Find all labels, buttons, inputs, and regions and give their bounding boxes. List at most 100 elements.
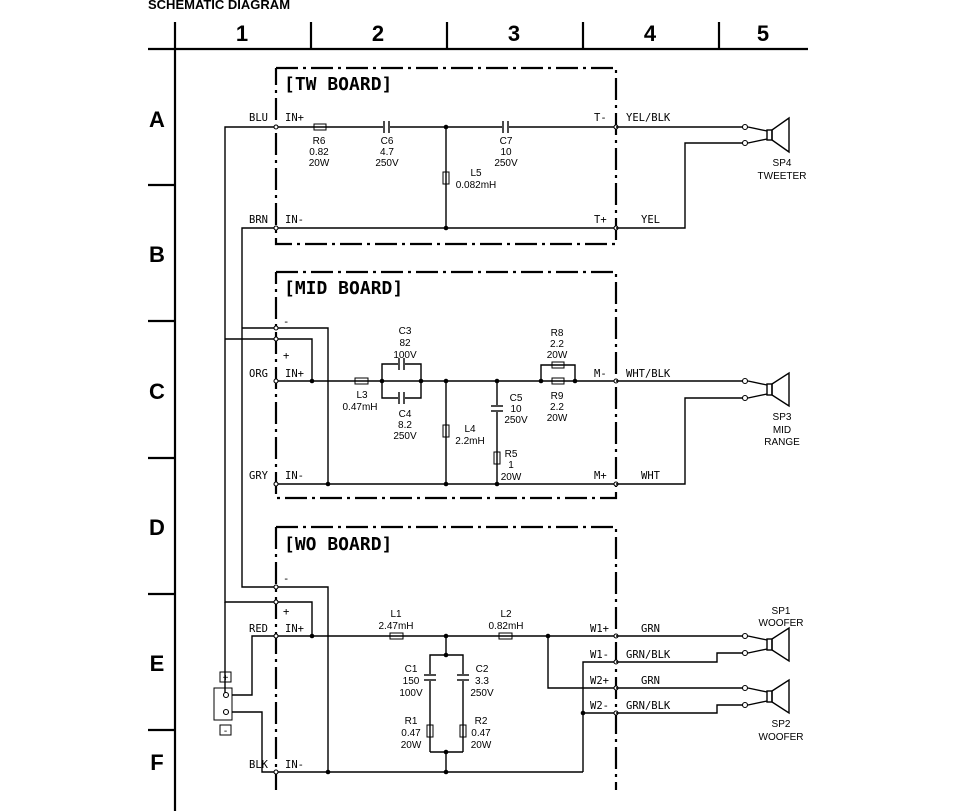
tw-t-plus-pin: T+	[594, 214, 607, 226]
svg-text:250V: 250V	[375, 158, 399, 169]
svg-text:C3: C3	[399, 326, 412, 337]
svg-text:SP3: SP3	[773, 412, 792, 423]
wo-w1-plus-pin: W1+	[590, 623, 609, 635]
svg-text:SP4: SP4	[773, 158, 792, 169]
wire-label-grn-w1: GRN	[641, 623, 660, 635]
wire-label-grn-w2: GRN	[641, 675, 660, 687]
row-label-b: B	[149, 242, 165, 267]
sp1-label: SP1 WOOFER	[759, 606, 804, 629]
svg-text:1: 1	[508, 460, 514, 471]
svg-text:R5: R5	[505, 449, 518, 460]
wo-board-circuit	[273, 584, 619, 775]
svg-text:L4: L4	[464, 424, 476, 435]
svg-text:L5: L5	[470, 168, 482, 179]
svg-text:L1: L1	[390, 609, 402, 620]
r6-label: R6 0.82 20W	[309, 136, 330, 169]
r5-label: R5 1 20W	[501, 449, 522, 483]
wo-board-outline: [WO BOARD]	[274, 525, 618, 790]
speaker-sp2-icon	[741, 678, 790, 715]
svg-text:C7: C7	[500, 136, 513, 147]
wire-label-grn-blk-w1: GRN/BLK	[626, 649, 671, 661]
mid-board-title: [MID BOARD]	[284, 278, 403, 299]
mid-board-outline: [MID BOARD]	[274, 270, 618, 500]
svg-text:SP1: SP1	[772, 606, 791, 617]
svg-text:0.47: 0.47	[471, 728, 491, 739]
wo-board-title: [WO BOARD]	[284, 534, 392, 555]
svg-text:L2: L2	[500, 609, 512, 620]
speaker-sp4-icon	[741, 116, 790, 154]
svg-text:C4: C4	[399, 409, 412, 420]
r8-label: R8 2.2 20W	[547, 328, 568, 361]
mid-m-minus-pin: M-	[594, 368, 607, 380]
svg-text:2.2mH: 2.2mH	[455, 436, 484, 447]
svg-text:TWEETER: TWEETER	[758, 171, 807, 182]
terminal-minus-label: -	[224, 726, 227, 737]
c2-label: C2 3.3 250V	[470, 664, 494, 699]
l4-label: L4 2.2mH	[455, 424, 484, 447]
svg-text:R2: R2	[475, 716, 488, 727]
column-label-5: 5	[757, 21, 769, 46]
c6-label: C6 4.7 250V	[375, 136, 399, 169]
c3-label: C3 82 100V	[393, 326, 417, 361]
svg-text:100V: 100V	[393, 350, 417, 361]
row-label-c: C	[149, 379, 165, 404]
speaker-sp3-icon	[741, 371, 790, 408]
wo-w1-minus-pin: W1-	[590, 649, 609, 661]
svg-text:2.47mH: 2.47mH	[378, 621, 413, 632]
svg-text:20W: 20W	[547, 413, 568, 424]
tw-in-plus-pin: IN+	[285, 112, 304, 124]
row-label-a: A	[149, 107, 165, 132]
r1-label: R1 0.47 20W	[401, 716, 422, 751]
svg-text:100V: 100V	[399, 688, 423, 699]
tw-in-minus-pin: IN-	[285, 214, 304, 226]
mid-plus-pin: +	[283, 350, 289, 362]
svg-text:10: 10	[500, 147, 512, 158]
wire-label-brn: BRN	[249, 214, 268, 226]
sp3-label: SP3 MID RANGE	[764, 412, 800, 448]
svg-text:C6: C6	[381, 136, 394, 147]
l3-label: L3 0.47mH	[342, 390, 377, 413]
svg-text:20W: 20W	[471, 740, 492, 751]
svg-text:MID: MID	[773, 425, 791, 436]
svg-text:0.82: 0.82	[309, 147, 329, 158]
svg-text:250V: 250V	[393, 431, 417, 442]
mid-m-plus-pin: M+	[594, 470, 607, 482]
mid-minus-pin: -	[283, 316, 289, 328]
svg-text:0.082mH: 0.082mH	[456, 180, 497, 191]
l5-label: L5 0.082mH	[456, 168, 497, 191]
svg-text:RANGE: RANGE	[764, 437, 800, 448]
wire-label-blk: BLK	[249, 759, 269, 771]
row-label-d: D	[149, 515, 165, 540]
column-label-4: 4	[644, 21, 657, 46]
column-label-2: 2	[372, 21, 384, 46]
svg-text:250V: 250V	[504, 415, 528, 426]
svg-text:0.47: 0.47	[401, 728, 421, 739]
row-label-f: F	[150, 750, 163, 775]
svg-text:C1: C1	[405, 664, 418, 675]
tw-t-minus-pin: T-	[594, 112, 607, 124]
terminal-plus-label: +	[223, 673, 229, 684]
r9-label: R9 2.2 20W	[547, 391, 568, 424]
wo-in-plus-pin: IN+	[285, 623, 304, 635]
sp2-label: SP2 WOOFER	[759, 719, 804, 743]
svg-text:0.82mH: 0.82mH	[488, 621, 523, 632]
row-label-e: E	[150, 651, 165, 676]
svg-text:L3: L3	[356, 390, 368, 401]
tw-board-circuit	[273, 121, 619, 231]
wo-w2-minus-pin: W2-	[590, 700, 609, 712]
speaker-sp1-icon	[741, 626, 790, 663]
c5-label: C5 10 250V	[504, 393, 528, 426]
svg-text:0.47mH: 0.47mH	[342, 402, 377, 413]
svg-text:4.7: 4.7	[380, 147, 394, 158]
svg-text:150: 150	[403, 676, 420, 687]
wo-in-minus-pin: IN-	[285, 759, 304, 771]
c4-label: C4 8.2 250V	[393, 409, 417, 442]
wire-label-yel: YEL	[641, 214, 660, 226]
diagram-title: SCHEMATIC DIAGRAM	[148, 0, 290, 12]
wire-label-org: ORG	[249, 368, 268, 380]
wo-minus-pin: -	[283, 573, 289, 585]
svg-text:R9: R9	[551, 391, 564, 402]
wire-label-gry: GRY	[249, 470, 269, 482]
input-harness	[213, 126, 329, 773]
